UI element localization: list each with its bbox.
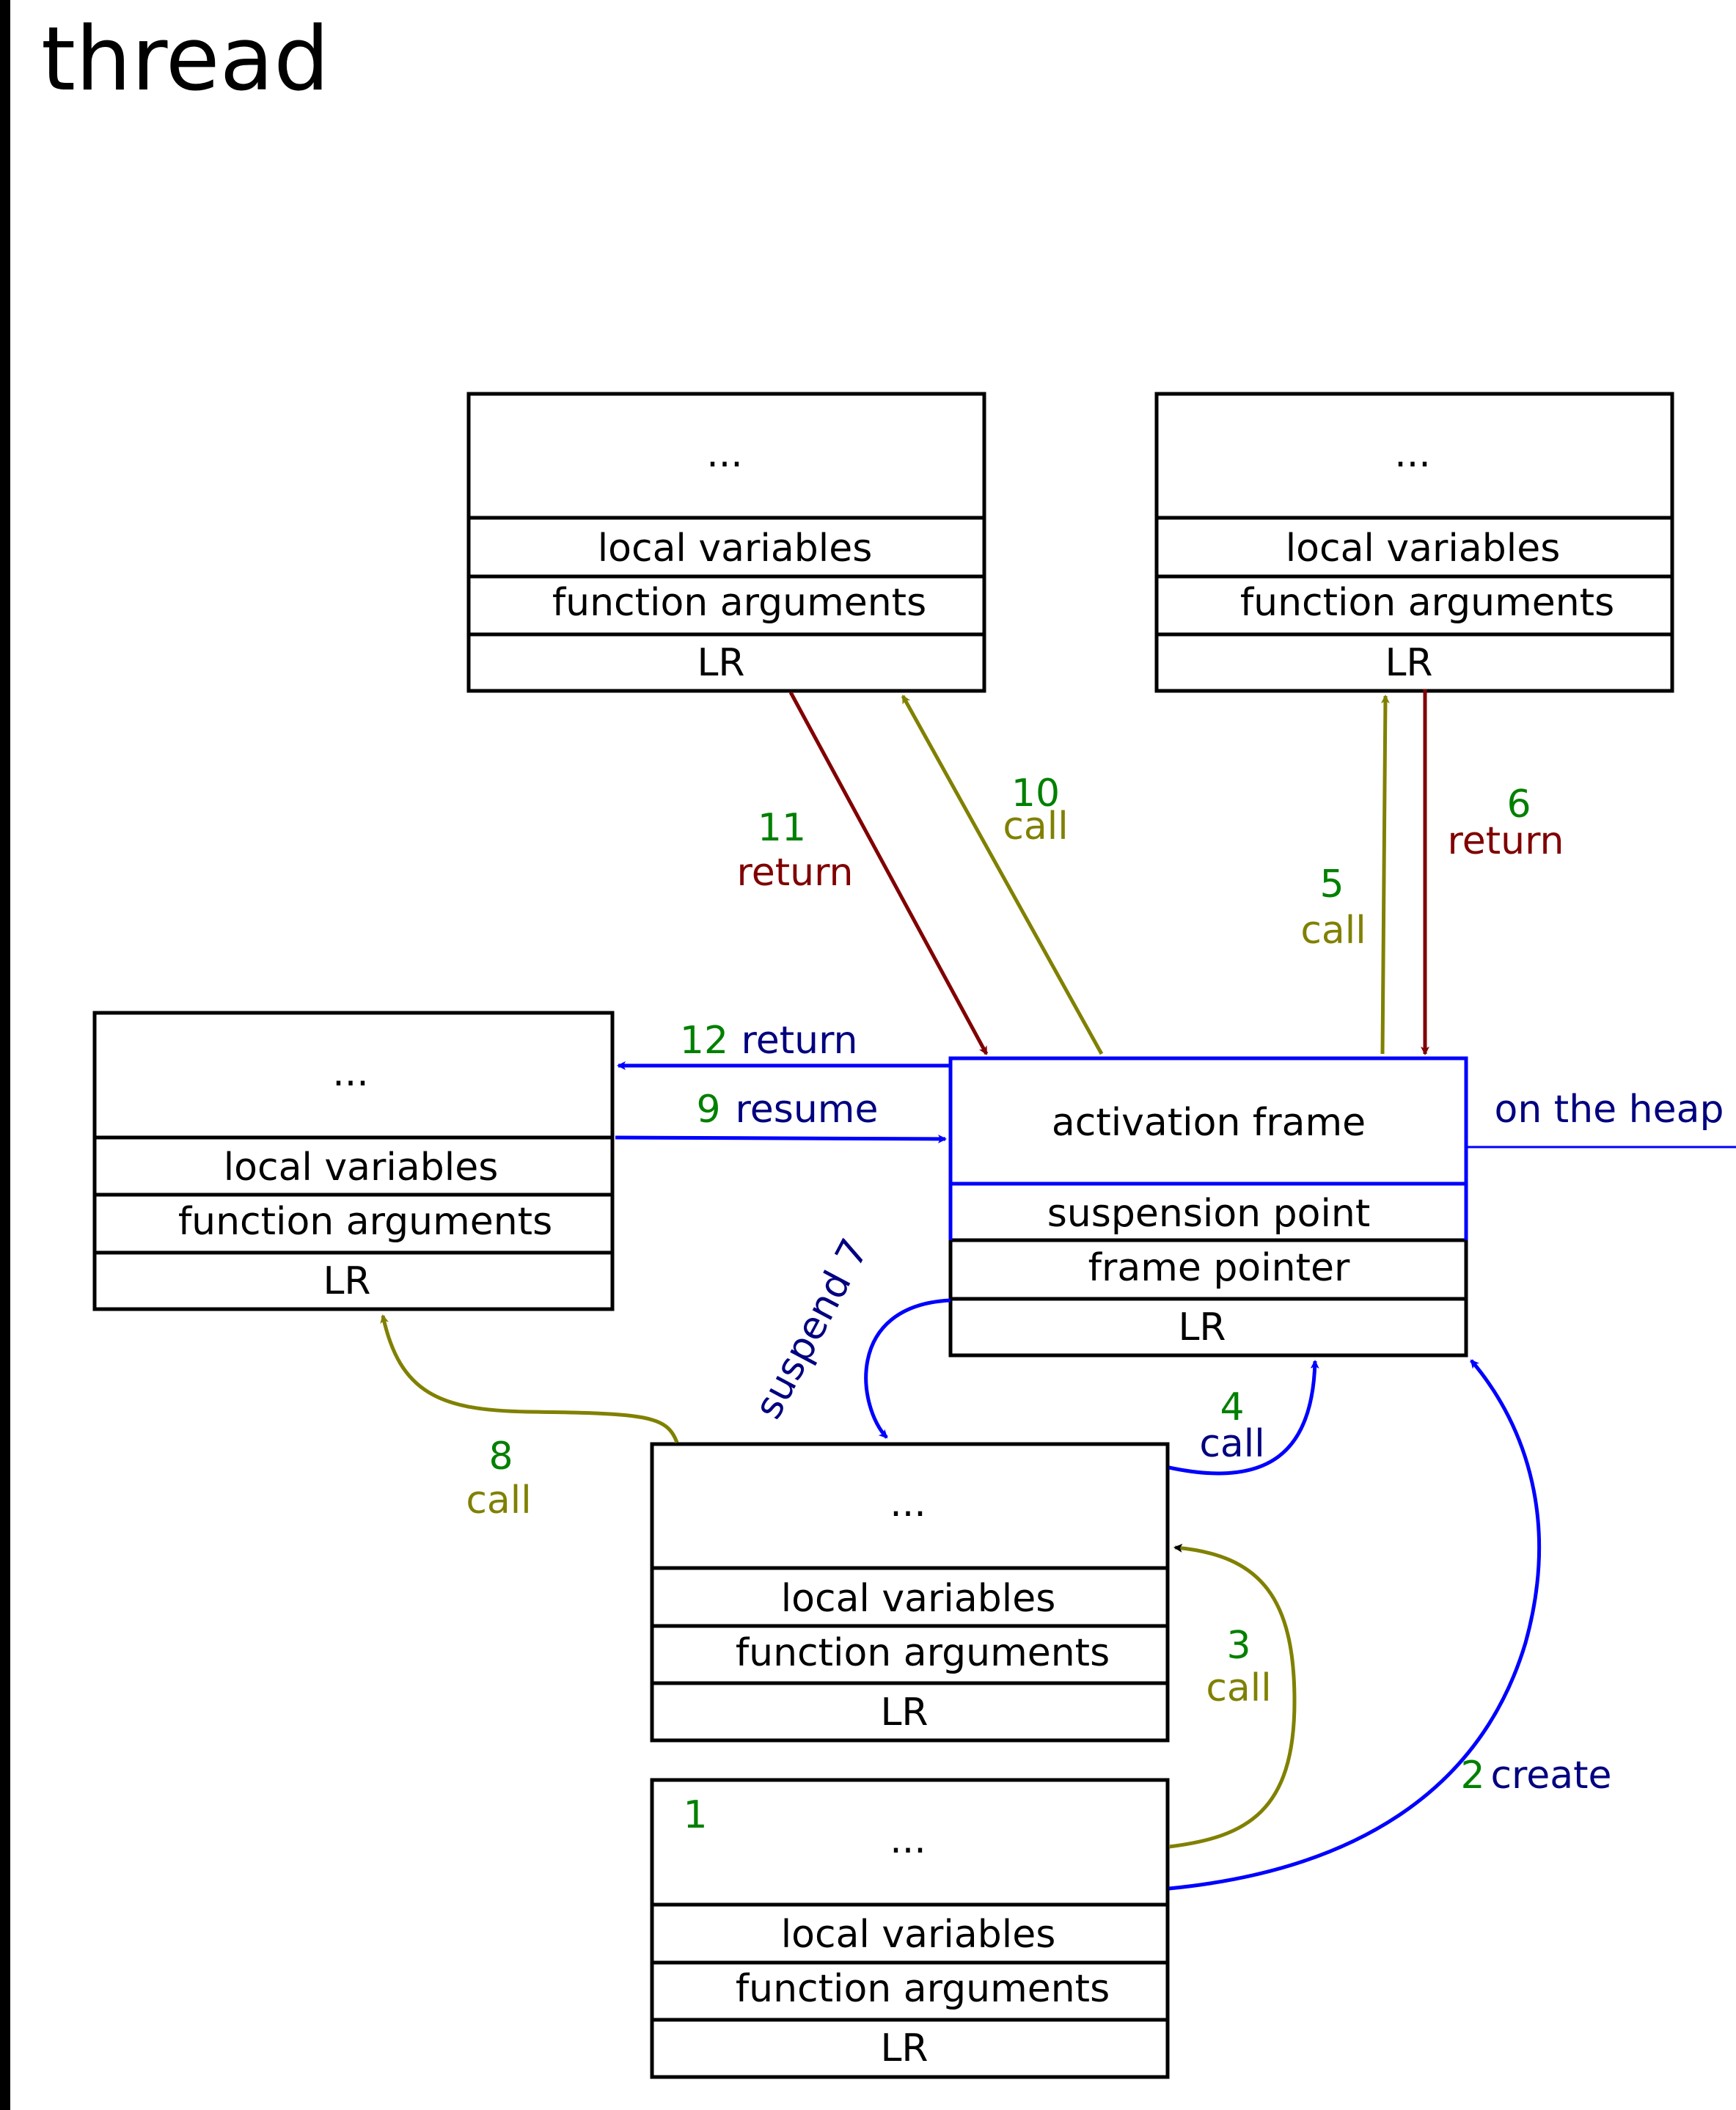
arrow-call-10 bbox=[901, 695, 1104, 1055]
page-left-border bbox=[0, 0, 10, 2110]
frame-dots: ... bbox=[1394, 432, 1431, 476]
frame-lr: LR bbox=[697, 641, 744, 685]
call-8-label: call bbox=[466, 1479, 531, 1523]
suspend-7-label: suspend 7 bbox=[747, 1232, 878, 1426]
stack-frame-left bbox=[92, 1011, 615, 1311]
step-number-3: 3 bbox=[1226, 1624, 1250, 1668]
frame-lr: LR bbox=[1385, 641, 1432, 685]
return-6-label: return bbox=[1448, 819, 1564, 863]
stack-frame-middle bbox=[650, 1442, 1170, 1743]
frame-function-arguments: function arguments bbox=[736, 1967, 1110, 2011]
step-number-12: 12 bbox=[680, 1019, 728, 1063]
arrow-call-4 bbox=[1168, 1360, 1319, 1476]
frame-function-arguments: function arguments bbox=[552, 581, 926, 625]
return-11-label: return bbox=[737, 851, 854, 895]
step-number-11: 11 bbox=[758, 806, 806, 850]
return-12-label: return bbox=[741, 1019, 858, 1063]
activation-frame bbox=[948, 1056, 1468, 1358]
arrow-call-3 bbox=[1168, 1543, 1297, 1849]
arrow-return-11 bbox=[788, 691, 989, 1055]
on-the-heap-label: on the heap bbox=[1495, 1088, 1724, 1132]
frame-dots: ... bbox=[890, 1818, 926, 1862]
call-3-label: call bbox=[1206, 1666, 1271, 1710]
call-5-label: call bbox=[1300, 909, 1366, 953]
arrow-call-8 bbox=[380, 1314, 679, 1443]
resume-9-label: resume bbox=[736, 1088, 879, 1132]
step-number-9: 9 bbox=[696, 1088, 720, 1132]
frame-local-variables: local variables bbox=[224, 1146, 499, 1190]
step-number-8: 8 bbox=[488, 1435, 513, 1479]
frame-dots: ... bbox=[890, 1481, 926, 1525]
frame-local-variables: local variables bbox=[781, 1577, 1056, 1621]
step-number-5: 5 bbox=[1319, 862, 1344, 906]
frame-function-arguments: function arguments bbox=[1240, 581, 1614, 625]
stack-frame-top-left bbox=[466, 392, 986, 693]
frame-function-arguments: function arguments bbox=[178, 1200, 552, 1244]
step-number-6: 6 bbox=[1506, 783, 1531, 827]
stack-frame-bottom bbox=[650, 1778, 1170, 2079]
create-2-label: create bbox=[1490, 1754, 1611, 1798]
arrow-resume-9 bbox=[615, 1134, 947, 1143]
frame-local-variables: local variables bbox=[598, 527, 873, 571]
step-number-10: 10 bbox=[1011, 772, 1060, 816]
frame-local-variables: local variables bbox=[1286, 527, 1561, 571]
call-10-label: call bbox=[1003, 805, 1068, 849]
arrow-create-2 bbox=[1168, 1359, 1541, 1891]
arrow-suspend-7 bbox=[864, 1298, 951, 1439]
frame-local-variables: local variables bbox=[781, 1913, 1056, 1957]
step-number-1: 1 bbox=[683, 1793, 707, 1837]
call-4-label: call bbox=[1199, 1422, 1264, 1466]
frame-dots: ... bbox=[332, 1051, 369, 1095]
diagram-title: thread bbox=[41, 9, 329, 111]
stack-frame-top-right bbox=[1154, 392, 1674, 693]
frame-lr: LR bbox=[880, 2026, 928, 2070]
frame-pointer-label: frame pointer bbox=[1088, 1246, 1350, 1290]
suspension-point-label: suspension point bbox=[1047, 1192, 1371, 1236]
frame-dots: ... bbox=[706, 432, 743, 476]
frame-lr: LR bbox=[323, 1259, 370, 1303]
frame-function-arguments: function arguments bbox=[736, 1631, 1110, 1675]
frame-lr: LR bbox=[880, 1690, 928, 1734]
step-number-4: 4 bbox=[1220, 1385, 1244, 1429]
arrow-call-5 bbox=[1380, 695, 1390, 1055]
step-number-2: 2 bbox=[1460, 1754, 1484, 1798]
activation-frame-title: activation frame bbox=[1052, 1101, 1366, 1145]
activation-lr-label: LR bbox=[1178, 1305, 1226, 1349]
